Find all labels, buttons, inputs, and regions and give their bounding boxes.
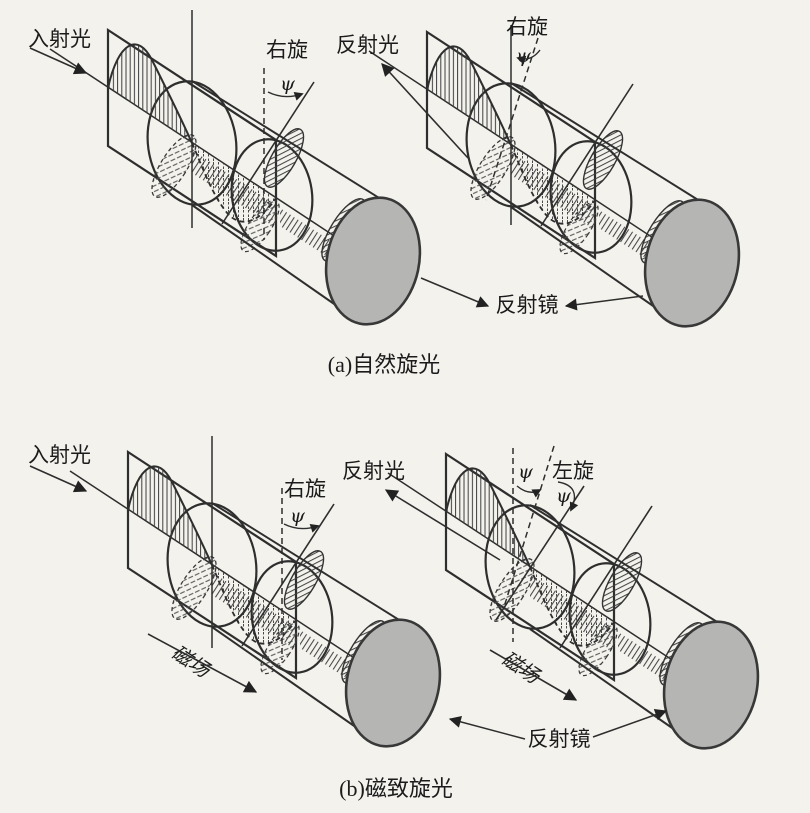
annotations-a-right: 反射光 右旋 ψ <box>336 15 548 225</box>
annotations-b-right: 反射光 ψ 左旋 ψ 磁场 <box>342 445 594 701</box>
reflected-angle-symbol: ψ <box>556 485 572 507</box>
dashed-old-polarization-line <box>485 37 539 201</box>
rotation-angle-symbol: ψ <box>290 505 306 527</box>
helix-diagram-b-right <box>386 452 771 759</box>
mirror-pointer-left <box>420 277 490 308</box>
reflected-light-label: 反射光 <box>342 459 405 483</box>
mirror-pointer-right <box>564 295 644 311</box>
dashed-incident-polarization-line <box>503 445 555 608</box>
helix-diagram-a-left <box>48 28 433 335</box>
rotation-label: 右旋 <box>284 477 326 501</box>
caption-a: (a)自然旋光 <box>328 352 440 377</box>
mirror-label: 反射镜 <box>496 293 559 317</box>
helix-diagram-b-left <box>68 450 453 757</box>
reflected-light-arrow <box>381 63 469 159</box>
incident-light-arrow <box>29 465 88 493</box>
rotation-angle-arc <box>283 523 320 533</box>
mirror-pointer-right <box>592 708 668 738</box>
reflected-angle-arc <box>557 481 579 512</box>
reflected-light-arrow <box>384 489 501 561</box>
magnetic-field-arrow <box>489 649 578 701</box>
reflected-polarization-line <box>495 485 585 621</box>
rotation-angle-symbol: ψ <box>280 73 296 95</box>
helix-diagram-a-right <box>367 30 752 337</box>
caption-b: (b)磁致旋光 <box>339 776 453 801</box>
rotation-label: 左旋 <box>552 459 594 483</box>
reflected-light-label: 反射光 <box>336 33 399 57</box>
magnetic-field-arrow <box>147 633 258 693</box>
mirror-pointer-left <box>448 715 526 740</box>
rotation-angle-symbol: ψ <box>516 45 532 67</box>
rotation-label: 右旋 <box>266 38 308 62</box>
annotations-a-left: 入射光 右旋 ψ <box>28 10 308 240</box>
incident-angle-arc <box>516 485 542 498</box>
rotation-angle-arc <box>267 91 304 101</box>
incident-light-label: 入射光 <box>28 443 91 467</box>
mirror-callout-a: 反射镜 <box>420 277 644 317</box>
rotation-angle-arc <box>516 49 541 65</box>
mirror-label: 反射镜 <box>528 727 591 751</box>
incident-light-arrow <box>29 47 88 75</box>
incident-angle-symbol: ψ <box>518 461 534 483</box>
incident-light-label: 入射光 <box>28 27 91 51</box>
annotations-b-left: 入射光 右旋 ψ 磁场 <box>28 436 326 693</box>
mirror-callout-b: 反射镜 <box>448 708 668 751</box>
rotation-label: 右旋 <box>506 15 548 39</box>
